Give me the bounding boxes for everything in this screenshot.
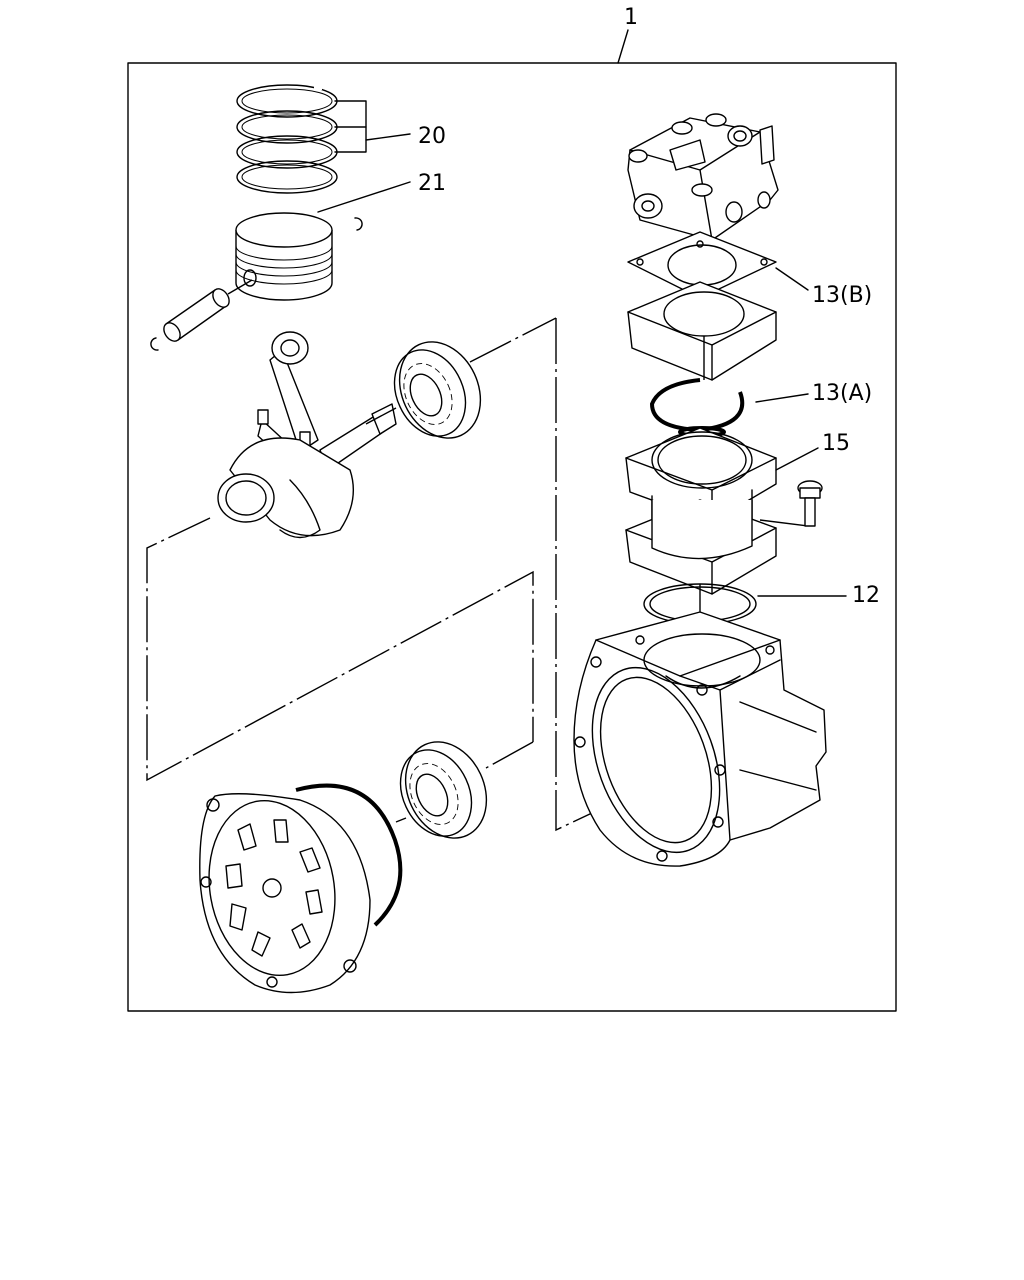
callout-gasket-a[interactable]: 13(A) — [755, 381, 872, 406]
crankshaft-assembly — [217, 331, 397, 539]
callout-assembly[interactable]: 1 — [617, 5, 638, 64]
callout-oring[interactable]: 12 — [757, 583, 880, 608]
piston-pin — [150, 279, 253, 351]
diagram-frame — [127, 62, 897, 1012]
callout-rings[interactable]: 20 — [334, 100, 446, 153]
end-cover — [199, 793, 371, 994]
cylinder — [625, 427, 809, 595]
crankcase — [573, 611, 827, 867]
callout-oring-label: 12 — [852, 583, 880, 608]
cylinder-bolt — [797, 480, 823, 527]
seal-ring-lower — [295, 783, 403, 927]
callout-assembly-label: 1 — [624, 5, 638, 30]
bearing-lower — [395, 741, 488, 839]
callout-cylinder-label: 15 — [822, 431, 850, 456]
callout-gasket-b-label: 13(B) — [812, 283, 872, 308]
gasket-a — [649, 378, 745, 438]
callout-cylinder[interactable]: 15 — [775, 431, 850, 471]
callout-gasket-a-label: 13(A) — [812, 381, 872, 406]
piston — [235, 212, 363, 301]
callout-piston[interactable]: 21 — [317, 171, 446, 213]
callout-gasket-b[interactable]: 13(B) — [775, 267, 872, 308]
valve-plate — [627, 281, 777, 381]
piston-rings — [236, 84, 338, 194]
assembly-centerlines — [146, 318, 629, 832]
callout-piston-label: 21 — [418, 171, 446, 196]
callout-rings-label: 20 — [418, 124, 446, 149]
bearing-upper — [365, 317, 557, 439]
